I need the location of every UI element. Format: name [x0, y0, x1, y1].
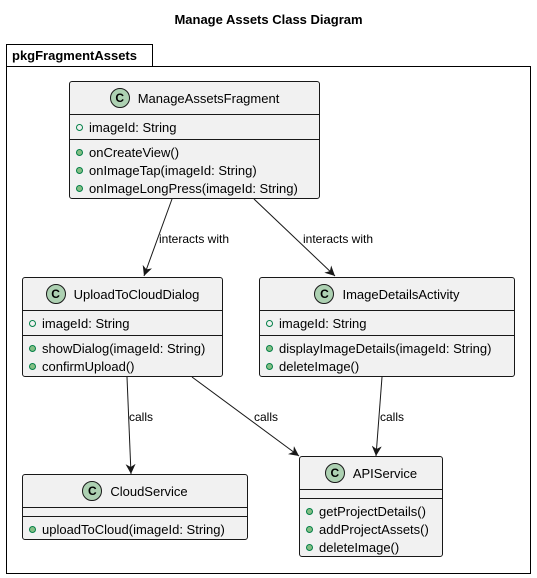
class-name: CloudService [110, 483, 188, 499]
class-methods: displayImageDetails(imageId: String) del… [260, 336, 514, 378]
method-visibility-icon [29, 362, 36, 370]
method-text: confirmUpload() [42, 358, 135, 374]
method-visibility-icon [266, 344, 273, 352]
class-manage-assets-fragment[interactable]: C ManageAssetsFragment imageId: String o… [69, 81, 320, 199]
diagram-title: Manage Assets Class Diagram [174, 12, 363, 27]
field-text: imageId: String [42, 315, 130, 331]
package-label: pkgFragmentAssets [6, 44, 153, 66]
class-name: ManageAssetsFragment [137, 90, 280, 106]
class-icon: C [82, 481, 103, 501]
method-text: deleteImage() [279, 358, 360, 374]
edge-fragment-details [253, 198, 336, 277]
edge-label-fragment-upload: interacts with [159, 232, 230, 246]
field-visibility-icon [266, 319, 273, 327]
class-methods: uploadToCloud(imageId: String) [23, 517, 247, 541]
field-row: imageId: String [29, 314, 222, 332]
field-row: imageId: String [266, 314, 514, 332]
class-icon: C [324, 463, 345, 483]
class-fields [300, 490, 442, 499]
class-name: UploadToCloudDialog [73, 286, 200, 302]
method-visibility-icon [76, 148, 83, 156]
method-text: onCreateView() [89, 144, 180, 160]
method-visibility-icon [76, 184, 83, 192]
class-fields: imageId: String [70, 115, 319, 140]
method-text: getProjectDetails() [319, 503, 426, 519]
field-text: imageId: String [279, 315, 367, 331]
method-visibility-icon [29, 344, 36, 352]
method-text: deleteImage() [319, 539, 400, 555]
edge-label-upload-api: calls [254, 410, 279, 424]
method-row: deleteImage() [306, 538, 442, 556]
method-visibility-icon [306, 543, 313, 551]
edge-details-api [371, 376, 383, 457]
class-cloud-service[interactable]: C CloudService uploadToCloud(imageId: St… [22, 474, 248, 540]
class-image-details-activity[interactable]: C ImageDetailsActivity imageId: String d… [259, 277, 515, 377]
class-header: C CloudService [23, 475, 247, 508]
method-visibility-icon [266, 362, 273, 370]
class-header: C ImageDetailsActivity [260, 278, 514, 311]
edge-upload-api [191, 376, 300, 457]
class-methods: getProjectDetails() addProjectAssets() d… [300, 499, 442, 559]
field-row: imageId: String [76, 118, 319, 136]
method-text: onImageLongPress(imageId: String) [89, 180, 298, 196]
class-icon: C [314, 284, 335, 304]
edge-label-upload-cloud: calls [129, 410, 154, 424]
edge-label-fragment-details: interacts with [303, 232, 374, 246]
method-row: onImageTap(imageId: String) [76, 161, 319, 179]
method-visibility-icon [29, 525, 36, 533]
method-visibility-icon [76, 166, 83, 174]
class-name: ImageDetailsActivity [342, 286, 460, 302]
class-fields: imageId: String [260, 311, 514, 336]
method-visibility-icon [306, 525, 313, 533]
field-visibility-icon [76, 123, 83, 131]
method-text: showDialog(imageId: String) [42, 340, 206, 356]
method-text: addProjectAssets() [319, 521, 429, 537]
class-header: C ManageAssetsFragment [70, 82, 319, 115]
class-methods: onCreateView() onImageTap(imageId: Strin… [70, 140, 319, 200]
method-row: confirmUpload() [29, 357, 222, 375]
method-text: uploadToCloud(imageId: String) [42, 521, 225, 537]
class-upload-to-cloud-dialog[interactable]: C UploadToCloudDialog imageId: String sh… [22, 277, 223, 377]
method-row: uploadToCloud(imageId: String) [29, 520, 247, 538]
class-name: APIService [352, 465, 418, 481]
class-header: C APIService [300, 457, 442, 490]
method-row: getProjectDetails() [306, 502, 442, 520]
method-row: addProjectAssets() [306, 520, 442, 538]
class-fields: imageId: String [23, 311, 222, 336]
method-row: showDialog(imageId: String) [29, 339, 222, 357]
method-visibility-icon [306, 507, 313, 515]
field-text: imageId: String [89, 119, 177, 135]
method-row: deleteImage() [266, 357, 514, 375]
method-text: onImageTap(imageId: String) [89, 162, 257, 178]
method-row: onImageLongPress(imageId: String) [76, 179, 319, 197]
method-row: displayImageDetails(imageId: String) [266, 339, 514, 357]
class-methods: showDialog(imageId: String) confirmUploa… [23, 336, 222, 378]
class-icon: C [45, 284, 66, 304]
edge-fragment-upload [142, 198, 173, 277]
method-row: onCreateView() [76, 143, 319, 161]
field-visibility-icon [29, 319, 36, 327]
method-text: displayImageDetails(imageId: String) [279, 340, 492, 356]
class-icon: C [109, 88, 130, 108]
class-header: C UploadToCloudDialog [23, 278, 222, 311]
class-fields [23, 508, 247, 517]
edge-upload-cloud [125, 376, 136, 475]
class-api-service[interactable]: C APIService getProjectDetails() addProj… [299, 456, 443, 557]
edge-label-details-api: calls [380, 410, 405, 424]
